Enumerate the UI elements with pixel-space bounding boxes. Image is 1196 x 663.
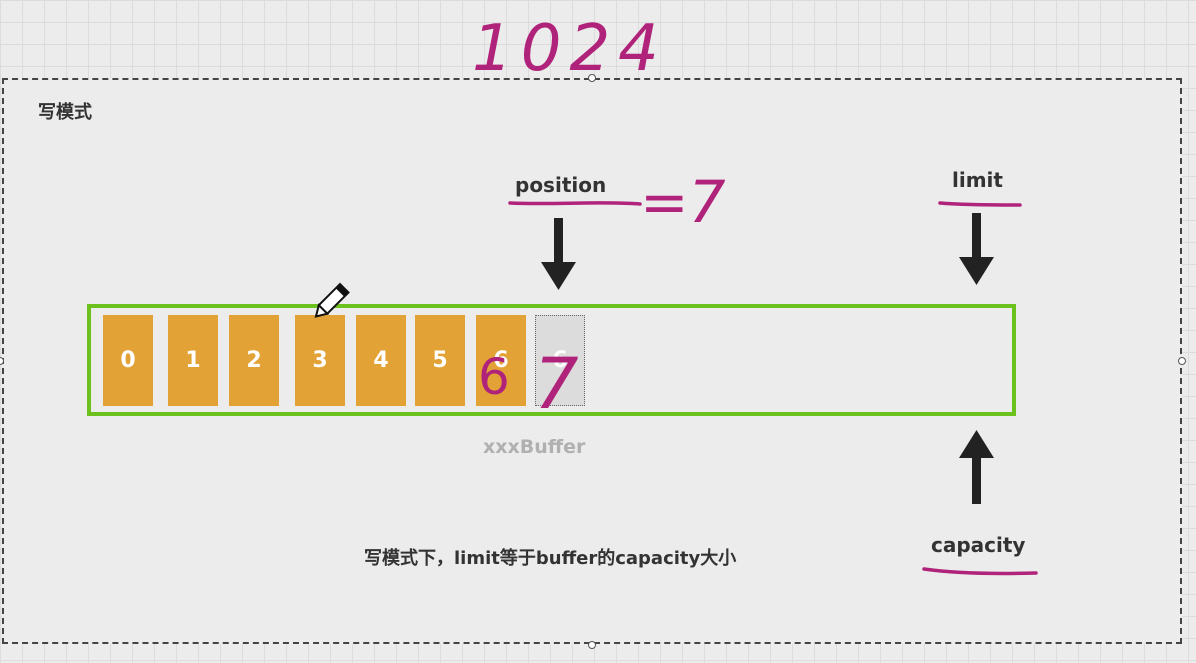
position-underline bbox=[508, 201, 642, 206]
capacity-arrow bbox=[959, 430, 994, 504]
mode-title: 写模式 bbox=[38, 102, 92, 123]
limit-underline bbox=[938, 201, 1022, 207]
ghost-overwrite-handwritten: 7 bbox=[534, 343, 579, 425]
right-resize-handle[interactable] bbox=[1178, 357, 1186, 365]
capacity-handwritten: 1024 bbox=[472, 12, 667, 86]
limit-label: limit bbox=[952, 168, 1003, 192]
capacity-label: capacity bbox=[931, 533, 1026, 557]
position-arrow bbox=[541, 218, 576, 290]
capacity-underline bbox=[922, 567, 1038, 576]
buffer-name: xxxBuffer bbox=[483, 436, 586, 458]
write-mode-note: 写模式下，limit等于buffer的capacity大小 bbox=[364, 548, 737, 569]
position-label: position bbox=[515, 173, 607, 197]
cell-6-overwrite-handwritten: 6 bbox=[478, 348, 510, 406]
position-value-handwritten: =7 bbox=[640, 168, 726, 236]
buffer-cell-ghost[interactable]: 6 bbox=[535, 315, 585, 406]
top-resize-handle[interactable] bbox=[588, 74, 596, 82]
buffer-cell-0: 0 bbox=[103, 315, 153, 406]
pencil-cursor-icon bbox=[314, 282, 350, 318]
buffer-cell-3: 3 bbox=[295, 315, 345, 406]
buffer-cell-2: 2 bbox=[229, 315, 279, 406]
buffer-cell-4: 4 bbox=[356, 315, 406, 406]
bottom-resize-handle[interactable] bbox=[588, 641, 596, 649]
buffer-cell-6: 6 bbox=[476, 315, 526, 406]
limit-arrow bbox=[959, 213, 994, 285]
buffer-cell-5: 5 bbox=[415, 315, 465, 406]
buffer-cell-1: 1 bbox=[168, 315, 218, 406]
